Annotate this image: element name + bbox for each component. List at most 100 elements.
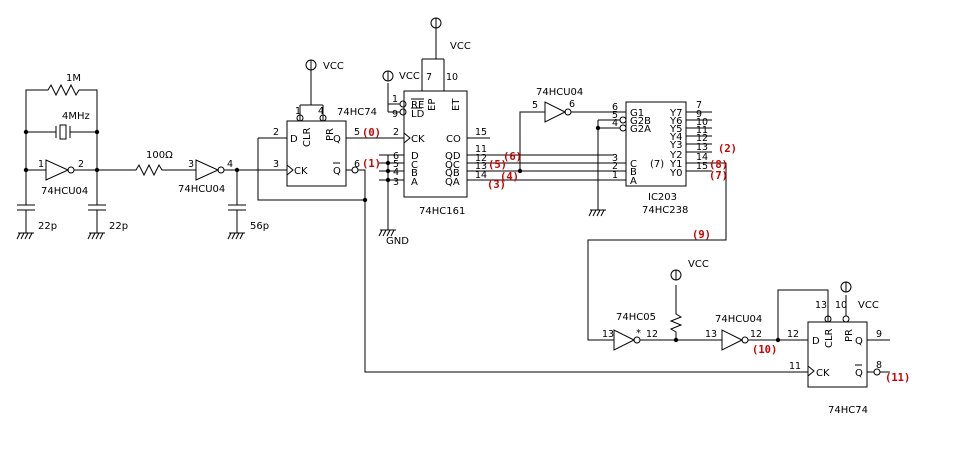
osc-inverter-pin-in: 1: [38, 159, 44, 170]
decoder-out-pin-9: 9: [696, 109, 702, 120]
inv-oc-pin-in: 13: [602, 329, 614, 340]
lower-inverters: 74HC05 13 12 * VCC 74HCU04 13 12: [602, 259, 829, 351]
counter-label-b: B: [411, 168, 418, 179]
counter-pin-d: 6: [393, 151, 399, 162]
counter-label-re: RE: [411, 100, 424, 111]
counter-pin-qb: 13: [475, 161, 487, 172]
decoder-out-label-y0: Y0: [669, 168, 682, 179]
net-label-3: (3): [487, 179, 506, 191]
decoder-out-pin-13: 13: [696, 142, 708, 153]
net-label-5: (5): [488, 159, 507, 171]
ff2-part: 74HC74: [828, 405, 868, 416]
ff1-pin-clr: 1: [295, 106, 301, 117]
decoder-out-pin-15: 15: [696, 161, 708, 172]
counter-pin-qa: 14: [475, 170, 487, 181]
counter-label-qd: QD: [445, 151, 461, 162]
counter-pin-ep: 7: [426, 72, 432, 83]
ff2-label-d: D: [812, 336, 820, 347]
decoder-out-label-y3: Y3: [669, 140, 682, 151]
buffer-cap-label: 56p: [250, 221, 269, 232]
net-label-1: (1): [362, 158, 381, 170]
ff1-pin-d: 2: [273, 127, 279, 138]
buffer-pin-out: 4: [227, 159, 233, 170]
net-label-4: (4): [500, 171, 519, 183]
decoder-in-label-a: A: [630, 176, 637, 187]
ff1-label-ck: CK: [294, 166, 308, 177]
inv5-pin-out: 12: [750, 329, 762, 340]
net-label-8: (8): [709, 159, 728, 171]
counter-gnd-label: GND: [386, 236, 409, 247]
decoder-in-pin-g2b: 5: [612, 110, 618, 121]
ff1-label-pr: PR: [325, 128, 336, 141]
ff1-pin-pr: 4: [318, 106, 324, 117]
counter-label-qb: QB: [445, 168, 460, 179]
net-labels: (0) (1) (2) (3) (4) (5) (6) (7) (8) (9) …: [362, 127, 910, 384]
buffer-section: 100Ω 3 4 74HCU04 56p: [97, 150, 269, 240]
inv3-pin-in: 5: [532, 100, 538, 111]
ff1-pin-q: 5: [354, 127, 360, 138]
decoder-out-label-y6: Y6: [669, 116, 682, 127]
counter-label-d: D: [411, 151, 419, 162]
osc-inverter-part: 74HCU04: [41, 186, 88, 197]
counter-label-co: CO: [446, 134, 461, 145]
lower-vcc-label: VCC: [688, 259, 709, 270]
decoder-in-pin-c: 3: [612, 153, 618, 164]
buffer-inverter-part: 74HCU04: [178, 184, 225, 195]
inv3-part: 74HCU04: [536, 87, 583, 98]
ff2-pin-q: 9: [876, 329, 882, 340]
decoder-in-pin-b: 2: [612, 161, 618, 172]
counter-label-ck: CK: [411, 134, 425, 145]
ff2-label-qbar: Q: [855, 368, 863, 379]
decoder-in-pin-a: 1: [612, 170, 618, 181]
inv-oc-mark: *: [636, 328, 641, 339]
osc-cap-right-label: 22p: [109, 221, 128, 232]
ff2-label-q: Q: [855, 336, 863, 347]
decoder-in-label-g2a: G2A: [630, 124, 651, 135]
decoder-out-label-y1: Y1: [669, 159, 682, 170]
decoder-in-pin-g2a: 4: [612, 118, 618, 129]
decoder-in-pin-g1: 6: [612, 102, 618, 113]
counter-74hc161: VCC VCC GND 74HC161 1 9 2 6 5 4 3 7 10 1…: [378, 17, 614, 247]
crystal-label: 4MHz: [62, 111, 90, 122]
net-label-11: (11): [885, 372, 910, 384]
flip-flop-2: VCC 74HC74 13 10 12 11 9 8 D CK Q Q CLR …: [787, 281, 890, 416]
counter-vcc-label-ld: VCC: [399, 71, 420, 82]
ff2-label-ck: CK: [816, 368, 830, 379]
decoder-in-label-c: C: [630, 159, 637, 170]
feedback-resistor-label: 1M: [66, 73, 81, 84]
ff1-label-d: D: [290, 134, 298, 145]
decoder-out-label-y4: Y4: [669, 132, 682, 143]
counter-pin-et: 10: [446, 72, 458, 83]
counter-pin-co: 15: [475, 127, 487, 138]
counter-label-ep: EP: [427, 99, 438, 111]
ff2-pin-pr: 10: [835, 300, 847, 311]
net-label-9: (9): [692, 229, 711, 241]
ff1-vcc-label: VCC: [323, 61, 344, 72]
decoder-part: 74HC238: [642, 205, 688, 216]
ff2-label-clr: CLR: [824, 328, 835, 348]
decoder-out-pin-14: 14: [696, 152, 708, 163]
net-label-7: (7): [709, 170, 728, 182]
inv3-pin-out: 6: [569, 99, 575, 110]
counter-label-c: C: [411, 160, 418, 171]
ff2-label-pr: PR: [844, 329, 855, 342]
counter-part: 74HC161: [419, 206, 465, 217]
osc-cap-left-label: 22p: [38, 221, 57, 232]
decoder-in-label-g2b: G2B: [630, 116, 651, 127]
decoder-out-pin-12: 12: [696, 133, 708, 144]
buffer-pin-in: 3: [188, 159, 194, 170]
counter-pin-c: 5: [393, 159, 399, 170]
counter-label-qa: QA: [445, 177, 460, 188]
net-label-10: (10): [752, 344, 777, 356]
counter-label-ld: LD: [411, 109, 425, 120]
net-label-2: (2): [718, 143, 737, 155]
decoder-in-label-g1: G1: [630, 108, 644, 119]
counter-pin-b: 4: [393, 167, 399, 178]
ff2-vcc-label: VCC: [858, 300, 879, 311]
ff1-label-qbar: Q: [333, 166, 341, 177]
counter-pin-ck: 2: [393, 127, 399, 138]
decoder-out-label-y5: Y5: [669, 124, 682, 135]
counter-pin-ld: 9: [392, 109, 398, 120]
decoder-out-label-y2: Y2: [669, 150, 682, 161]
